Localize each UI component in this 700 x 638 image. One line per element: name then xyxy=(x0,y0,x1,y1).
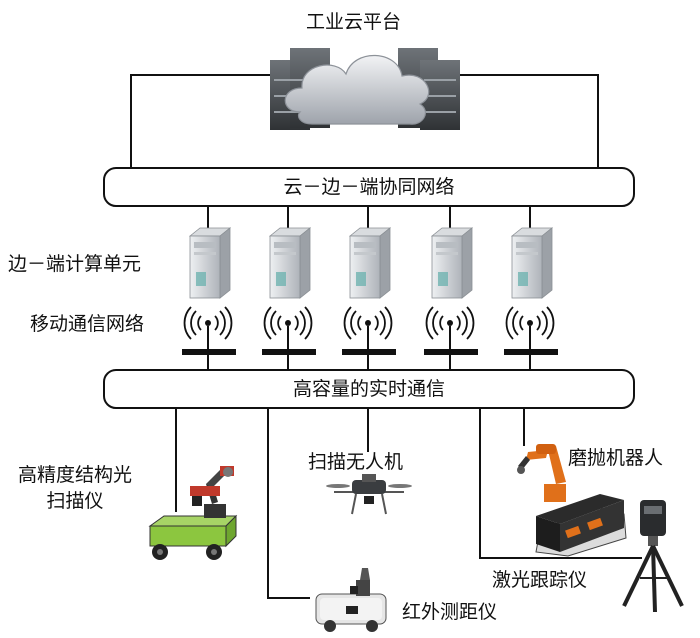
wifi-icon xyxy=(343,306,393,340)
edge-server-4 xyxy=(431,227,473,299)
wifi-icon xyxy=(505,306,555,340)
rangefinder-robot-icon xyxy=(315,568,387,632)
grinding-robot-icon xyxy=(517,444,627,557)
edge-server-5 xyxy=(511,227,553,299)
edge-server-1 xyxy=(189,227,231,299)
cloud-link-right xyxy=(460,74,599,170)
wifi-icon xyxy=(263,306,313,340)
network-connectors xyxy=(182,339,558,372)
edge-server-3 xyxy=(349,227,391,299)
mobile-network-label: 移动通信网络 xyxy=(30,313,145,335)
scanner-robot-icon xyxy=(148,466,238,560)
laser-tracker-icon xyxy=(622,500,684,613)
cloud-link-left xyxy=(130,74,270,170)
device-links xyxy=(175,408,642,599)
edge-units-label: 边－端计算单元 xyxy=(8,253,142,275)
rangefinder-label: 红外测距仪 xyxy=(402,601,498,623)
robot-label: 磨抛机器人 xyxy=(568,447,664,469)
edge-server-2 xyxy=(269,227,311,299)
cloud-platform-label: 工业云平台 xyxy=(306,11,402,33)
drone-icon xyxy=(326,474,412,515)
wifi-icon xyxy=(183,306,233,340)
cloud-shape xyxy=(284,54,430,125)
cloud-platform-icon xyxy=(270,48,460,130)
wifi-icon xyxy=(425,306,475,340)
tracker-label: 激光跟踪仪 xyxy=(492,569,588,591)
scanner-label: 高精度结构光 扫描仪 xyxy=(18,464,133,512)
realtime-comm-label: 高容量的实时通信 xyxy=(292,378,445,400)
collab-network-label: 云－边－端协同网络 xyxy=(283,176,455,198)
drone-label: 扫描无人机 xyxy=(308,451,404,473)
